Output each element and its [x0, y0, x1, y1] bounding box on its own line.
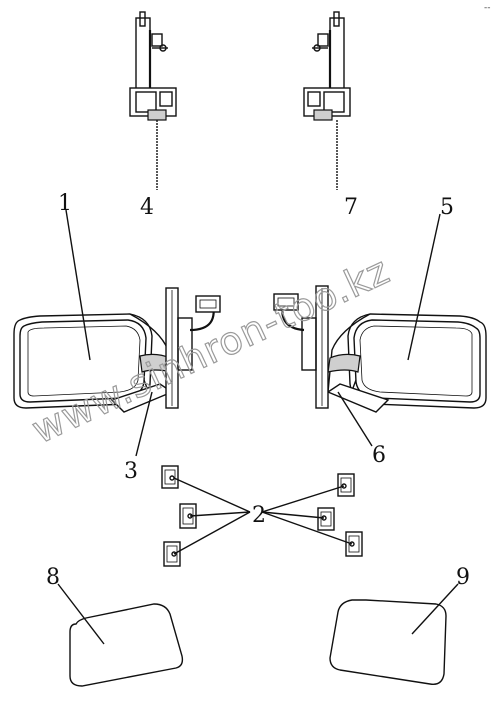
part-8-left-glass [69, 603, 184, 687]
part-9-right-glass [329, 599, 447, 685]
part-5-right-mirror [273, 285, 487, 413]
callout-7: 7 [344, 195, 358, 220]
leader-lines [57, 209, 459, 645]
callout-2: 2 [252, 503, 266, 528]
part-7-bracket [303, 11, 351, 190]
part-2-nuts [161, 465, 363, 567]
callout-5: 5 [440, 195, 454, 220]
callout-9: 9 [456, 565, 470, 590]
callout-8: 8 [46, 565, 60, 590]
part-1-left-mirror [13, 287, 221, 413]
callout-3: 3 [124, 459, 138, 484]
callout-4: 4 [140, 195, 154, 220]
callout-6: 6 [372, 443, 386, 468]
callout-1: 1 [58, 191, 72, 216]
part-4-bracket [129, 11, 177, 190]
corner-mark: -- [484, 3, 491, 13]
